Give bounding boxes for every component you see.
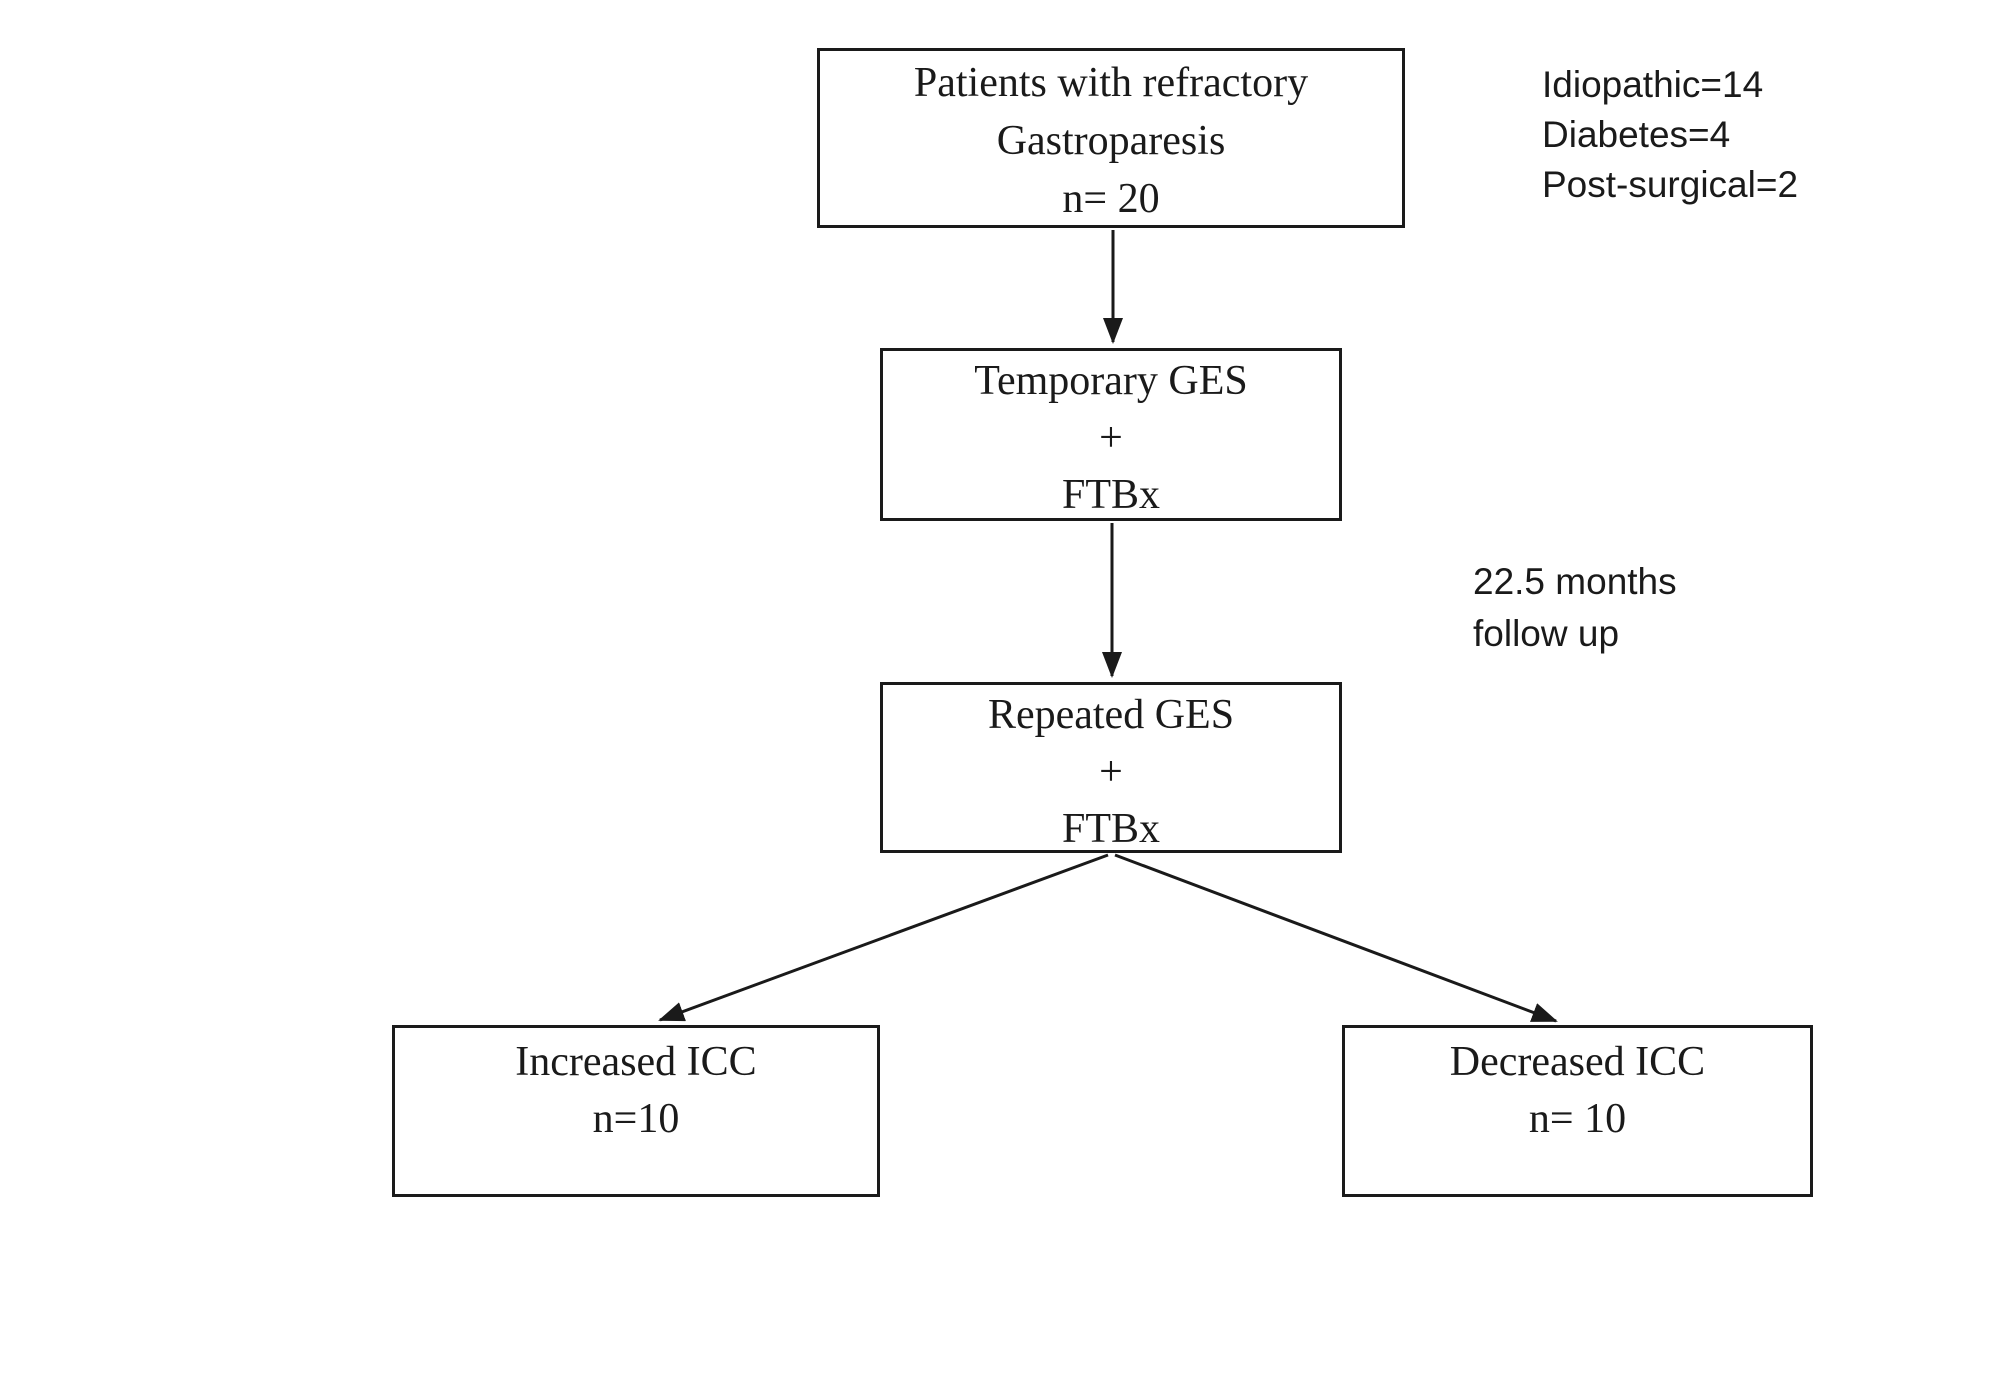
- box-text-line: +: [1099, 415, 1123, 461]
- box-text-line: FTBx: [1061, 472, 1161, 518]
- box-text-line: n= 20: [1062, 176, 1160, 222]
- box-text-line: Gastroparesis: [996, 118, 1226, 164]
- box-text-line: n=10: [592, 1096, 680, 1142]
- arrow-repeated-to-decreased: [1114, 853, 1558, 1023]
- flow-box-increased-icc: Increased ICC n=10: [392, 1025, 880, 1197]
- annotation-line: Post-surgical=2: [1542, 164, 1799, 205]
- annotation-line: follow up: [1473, 613, 1620, 654]
- box-text-line: Decreased ICC: [1449, 1039, 1706, 1085]
- flow-box-decreased-icc: Decreased ICC n= 10: [1342, 1025, 1813, 1197]
- box-text-line: Increased ICC: [515, 1039, 757, 1085]
- box-text-line: Repeated GES: [987, 692, 1235, 738]
- annotation-line: 22.5 months: [1473, 561, 1677, 602]
- box-text-line: +: [1099, 749, 1123, 795]
- box-text-line: Patients with refractory: [913, 60, 1309, 106]
- flow-box-temporary-ges: Temporary GES + FTBx: [880, 348, 1342, 521]
- arrow-repeated-to-increased: [658, 853, 1109, 1022]
- flow-box-repeated-ges: Repeated GES + FTBx: [880, 682, 1342, 853]
- annotation-followup-duration: 22.5 months follow up: [1473, 556, 1677, 660]
- box-text-line: n= 10: [1528, 1096, 1627, 1142]
- box-text-line: Temporary GES: [974, 358, 1248, 404]
- annotation-etiology-breakdown: Idiopathic=14 Diabetes=4 Post-surgical=2: [1542, 60, 1798, 210]
- annotation-line: Diabetes=4: [1542, 114, 1731, 155]
- annotation-line: Idiopathic=14: [1542, 64, 1764, 105]
- box-text-line: FTBx: [1061, 806, 1161, 852]
- flow-box-refractory-gastroparesis: Patients with refractory Gastroparesis n…: [817, 48, 1405, 228]
